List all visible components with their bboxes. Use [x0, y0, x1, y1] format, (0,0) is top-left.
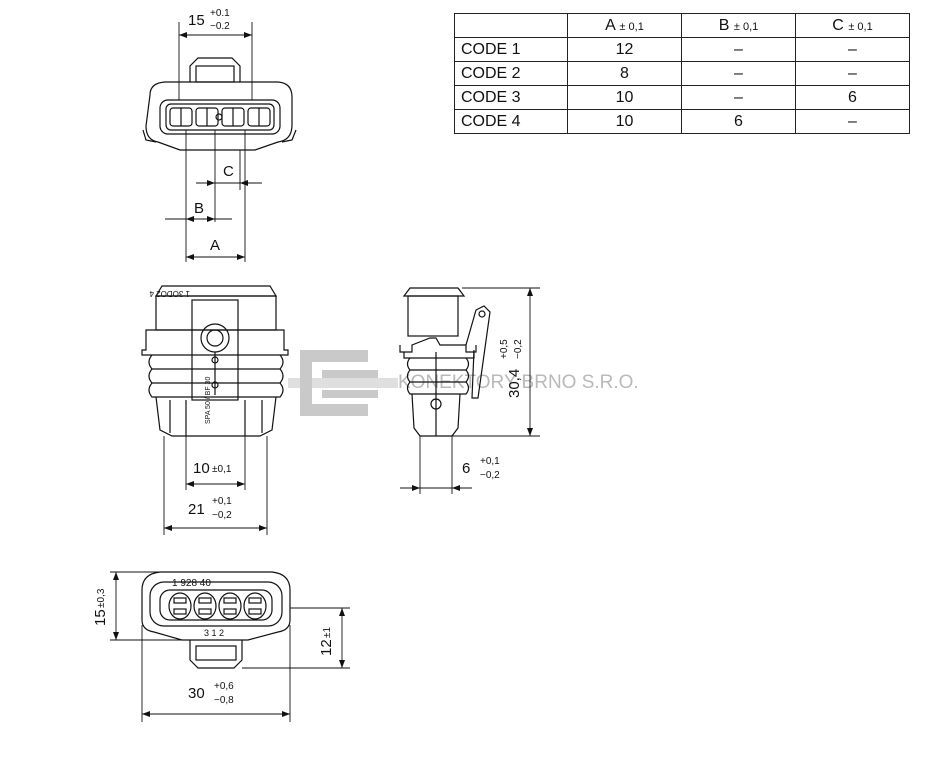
row-code: CODE 3	[454, 85, 568, 110]
side-height-dim-tol-minus: −0,2	[513, 339, 524, 359]
row-value-c: –	[795, 61, 910, 86]
row-value-c: –	[795, 109, 910, 134]
row-value-c: 6	[795, 85, 910, 110]
side-width-dim-value: 6	[462, 460, 470, 477]
row-value-b: –	[681, 37, 796, 62]
watermark-company-text: KONEKTORY BRNO S.R.O.	[398, 372, 639, 393]
top-view: 15 +0.1 −0.2 C B A	[142, 8, 297, 262]
side-view-cap	[407, 295, 459, 337]
bottom-marking-top: 1 928 40	[172, 578, 211, 589]
front-view-marking-circle	[200, 323, 230, 353]
bottom-width-dim-tol-plus: +0,6	[214, 681, 234, 692]
side-view-seal-ribs	[406, 357, 470, 395]
watermark: KONEKTORY BRNO S.R.O.	[288, 350, 639, 416]
top-view-cavity	[159, 99, 281, 135]
front-inner-dim-tol: ±0,1	[212, 464, 232, 475]
code-table-corner-cell	[454, 13, 568, 38]
row-value-c: –	[795, 37, 910, 62]
front-view-cap	[155, 295, 277, 331]
side-height-dim-tol-plus: +0,5	[499, 339, 510, 359]
col-a-letter: A	[605, 16, 615, 34]
table-row: CODE 4 10 6 –	[454, 109, 910, 134]
side-view-latch-lever	[465, 305, 491, 399]
side-width-dim-tol-minus: −0,2	[480, 470, 500, 481]
table-row: CODE 2 8 – –	[454, 61, 910, 86]
code-table: A ± 0,1 B ± 0,1 C ± 0,1 CODE 1 12 – –	[454, 13, 910, 134]
bottom-view-terminals	[168, 592, 267, 620]
top-width-dim-tol-plus: +0.1	[210, 8, 230, 19]
row-value-a: 10	[567, 109, 682, 134]
row-code: CODE 1	[454, 37, 568, 62]
row-code: CODE 4	[454, 109, 568, 134]
table-row: CODE 3 10 – 6	[454, 85, 910, 110]
table-row: CODE 1 12 – –	[454, 37, 910, 62]
front-view: 1 3ODO2 4 SPA 50 / BF 30	[141, 285, 289, 535]
row-value-b: –	[681, 85, 796, 110]
row-code: CODE 2	[454, 61, 568, 86]
watermark-logo-icon	[288, 350, 398, 416]
bottom-view-latch	[189, 640, 243, 669]
code-table-header-c: C ± 0,1	[795, 13, 910, 38]
col-a-tol: ± 0,1	[619, 20, 644, 33]
front-inner-dim-value: 10	[193, 460, 210, 477]
label-a: A	[210, 237, 220, 254]
side-height-dim-value: 30,4	[506, 369, 523, 398]
front-marking-side: SPA 50 / BF 30	[205, 377, 212, 424]
col-b-letter: B	[718, 16, 730, 34]
top-view-housing	[145, 57, 293, 151]
bottom-marking-bottom: 3 1 2	[204, 628, 224, 638]
label-b: B	[194, 200, 204, 217]
front-marking-top: 1 3ODO2 4	[149, 289, 190, 298]
bottom-inner-height-dim-value: 12	[318, 639, 335, 656]
row-value-b: –	[681, 61, 796, 86]
col-b-tol: ± 0,1	[733, 20, 759, 33]
col-c-tol: ± 0,1	[848, 20, 873, 33]
row-value-b: 6	[681, 109, 796, 134]
label-c: C	[223, 163, 234, 180]
row-value-a: 10	[567, 85, 682, 110]
col-c-letter: C	[832, 16, 844, 34]
bottom-view: 1 928 40 3 1 2	[92, 571, 350, 722]
top-view-terminals	[169, 107, 271, 127]
row-value-a: 12	[567, 37, 682, 62]
front-view-seal-ribs	[148, 354, 284, 398]
side-width-dim-tol-plus: +0,1	[480, 456, 500, 467]
bottom-height-dim-tol: ±0,3	[96, 588, 107, 608]
top-width-dim-tol-minus: −0.2	[210, 21, 230, 32]
side-view: 30,4 +0,5 −0,2 6 +0,1 −0,2	[399, 287, 540, 494]
front-view-latch	[191, 299, 239, 401]
bottom-view-housing	[141, 571, 291, 641]
bottom-width-dim-value: 30	[188, 685, 205, 702]
bottom-inner-height-dim-tol: ±1	[322, 627, 333, 638]
row-value-a: 8	[567, 61, 682, 86]
front-outer-dim-tol-minus: −0,2	[212, 510, 232, 521]
code-table-header-a: A ± 0,1	[567, 13, 682, 38]
bottom-width-dim-tol-minus: −0,8	[214, 695, 234, 706]
front-outer-dim-value: 21	[188, 501, 205, 518]
code-table-header-row: A ± 0,1 B ± 0,1 C ± 0,1	[454, 13, 910, 38]
front-outer-dim-tol-plus: +0,1	[212, 496, 232, 507]
code-table-header-b: B ± 0,1	[681, 13, 796, 38]
bottom-height-dim-value: 15	[92, 609, 109, 626]
top-width-dim-value: 15	[188, 12, 205, 29]
